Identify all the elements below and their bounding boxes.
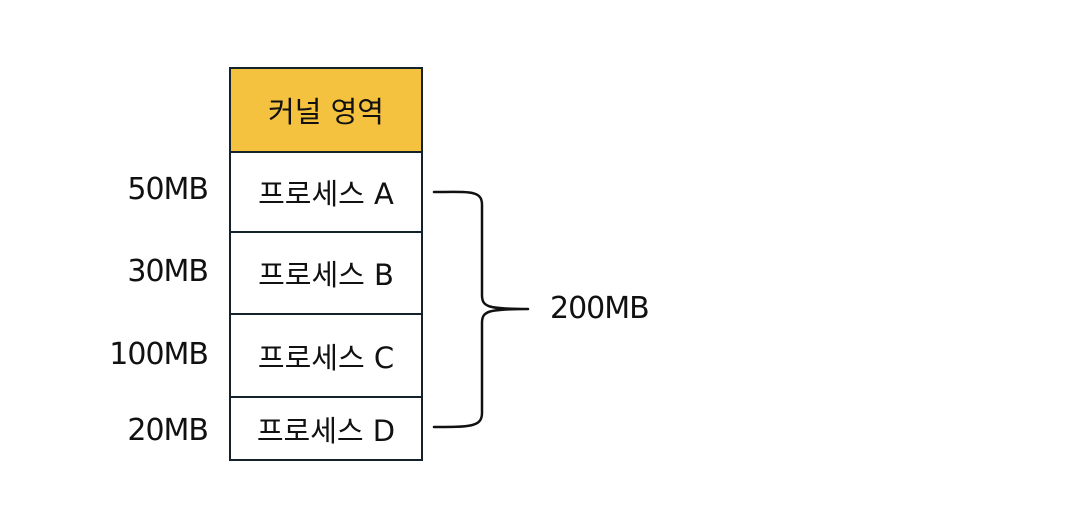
process-b-label: 프로세스 B [258,258,394,292]
process-b-block: 프로세스 B [231,233,421,315]
process-d-block: 프로세스 D [231,398,421,459]
kernel-area: 커널 영역 [231,69,421,153]
process-d-size: 20MB [127,413,209,448]
process-a-block: 프로세스 A [231,153,421,233]
process-c-size: 100MB [109,337,209,372]
memory-layout: 커널 영역 프로세스 A 프로세스 B 프로세스 C 프로세스 D [229,67,423,461]
process-a-size: 50MB [127,172,209,207]
process-d-label: 프로세스 D [256,413,396,448]
process-c-block: 프로세스 C [231,315,421,398]
total-size-label: 200MB [550,291,650,326]
process-a-label: 프로세스 A [258,177,394,211]
kernel-area-label: 커널 영역 [268,95,384,129]
process-c-label: 프로세스 C [257,340,395,375]
process-b-size: 30MB [127,254,209,289]
